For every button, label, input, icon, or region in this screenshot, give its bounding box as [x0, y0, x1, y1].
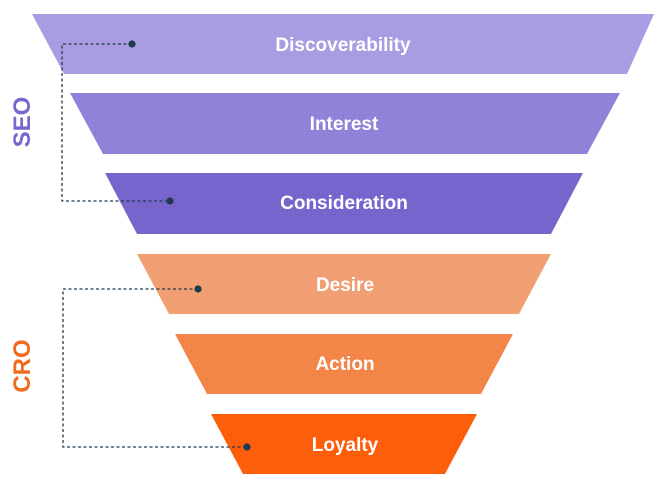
stage-label-consideration: Consideration: [280, 193, 408, 214]
stage-label-action: Action: [315, 354, 374, 375]
cro-bracket-end-dot: [243, 443, 251, 451]
funnel-stage-interest: Interest: [70, 93, 620, 154]
stage-label-interest: Interest: [310, 114, 379, 135]
cro-bracket-start-dot: [194, 285, 202, 293]
seo-bracket: [61, 40, 174, 205]
cro-bracket-line: [62, 288, 247, 448]
seo-bracket-line: [61, 43, 170, 202]
cro-bracket: [62, 285, 251, 451]
funnel-stage-consideration: Consideration: [105, 173, 583, 234]
stage-label-desire: Desire: [316, 275, 374, 296]
group-label-seo: SEO: [9, 97, 36, 148]
funnel-stage-desire: Desire: [137, 254, 551, 314]
group-label-cro: CRO: [9, 339, 36, 392]
funnel-stage-action: Action: [175, 334, 513, 394]
funnel-stage-loyalty: Loyalty: [211, 414, 477, 474]
stage-label-discoverability: Discoverability: [275, 35, 411, 56]
stage-label-loyalty: Loyalty: [312, 435, 379, 456]
seo-bracket-start-dot: [128, 40, 136, 48]
seo-bracket-end-dot: [166, 197, 174, 205]
funnel-stage-discoverability: Discoverability: [32, 14, 654, 74]
